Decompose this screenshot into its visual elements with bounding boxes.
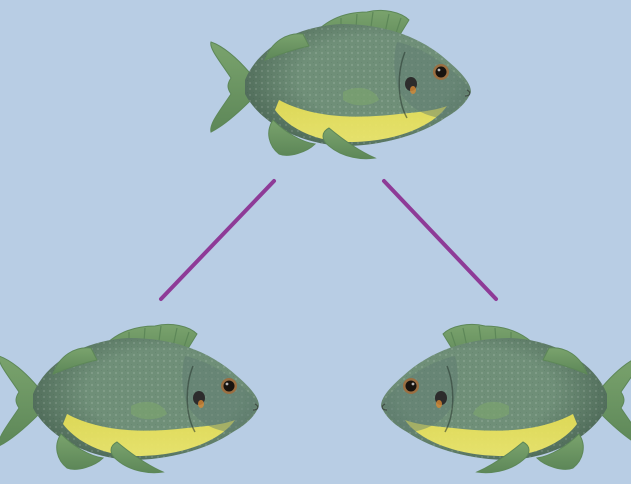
diagram-stage <box>0 0 631 484</box>
fish-hierarchy-diagram <box>0 0 631 484</box>
